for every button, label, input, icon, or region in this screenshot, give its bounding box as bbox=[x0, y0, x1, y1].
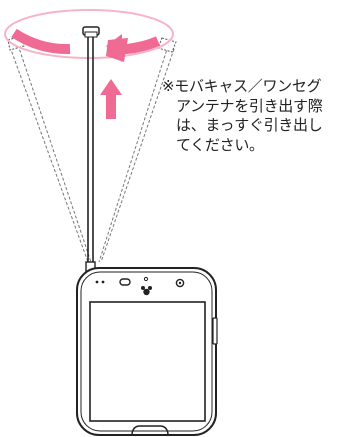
antenna-note: ※モバキャス／ワンセグ アンテナを引き出す際 は、まっすぐ引き出し てください。 bbox=[162, 77, 352, 155]
rotation-ellipse bbox=[4, 9, 174, 59]
antenna-rod bbox=[82, 26, 100, 270]
antenna-tip-right bbox=[157, 37, 177, 53]
note-line-4: てください。 bbox=[176, 135, 264, 154]
side-button bbox=[212, 317, 218, 345]
front-camera-icon bbox=[143, 276, 149, 282]
sensor-dot-2 bbox=[101, 280, 105, 284]
phone bbox=[76, 261, 218, 436]
phone-screen bbox=[89, 301, 206, 422]
note-line-3: は、まっすぐ引き出し bbox=[176, 116, 323, 134]
mouse-ears-logo-icon bbox=[141, 286, 152, 296]
note-line-2: アンテナを引き出す際 bbox=[176, 96, 323, 115]
bottom-slot bbox=[131, 425, 169, 435]
pull-up-arrow-icon bbox=[100, 79, 122, 119]
rotation-cone-guides bbox=[9, 44, 175, 263]
earpiece bbox=[119, 278, 131, 286]
sensor-dot-1 bbox=[95, 280, 99, 284]
rotation-arrow-icon bbox=[11, 28, 161, 62]
note-line-1: ※モバキャス／ワンセグ bbox=[162, 77, 322, 95]
